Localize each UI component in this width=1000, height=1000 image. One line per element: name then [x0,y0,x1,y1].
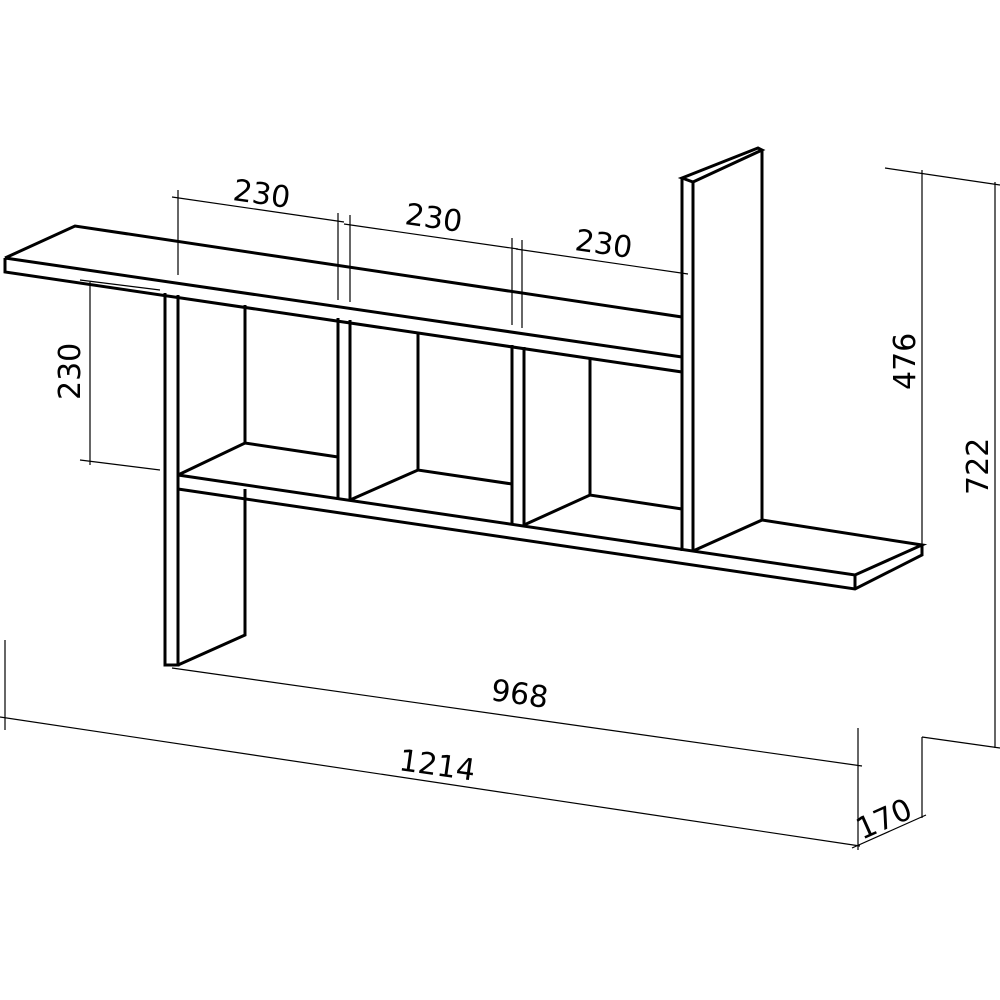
dim-depth: 170 [851,792,918,847]
left-panel [163,293,247,667]
dim-base-width: 968 [489,673,551,716]
dim-left-height: 230 [53,343,88,400]
dim-right-panel-height: 476 [888,333,923,390]
right-panel [677,146,766,553]
divider-1 [336,318,513,502]
dim-top-cell-2: 230 [403,197,465,240]
dimension-labels: 230 230 230 230 476 722 968 1214 170 [53,173,996,847]
divider-2 [510,345,683,527]
dim-top-cell-1: 230 [231,173,293,216]
dim-total-width: 1214 [397,743,477,788]
dim-total-height: 722 [961,438,996,495]
shelf-outline [3,146,928,667]
top-board [3,224,683,374]
bottom-shelf [177,441,928,591]
dim-top-cell-3: 230 [573,223,635,266]
dimension-lines [0,167,1000,850]
